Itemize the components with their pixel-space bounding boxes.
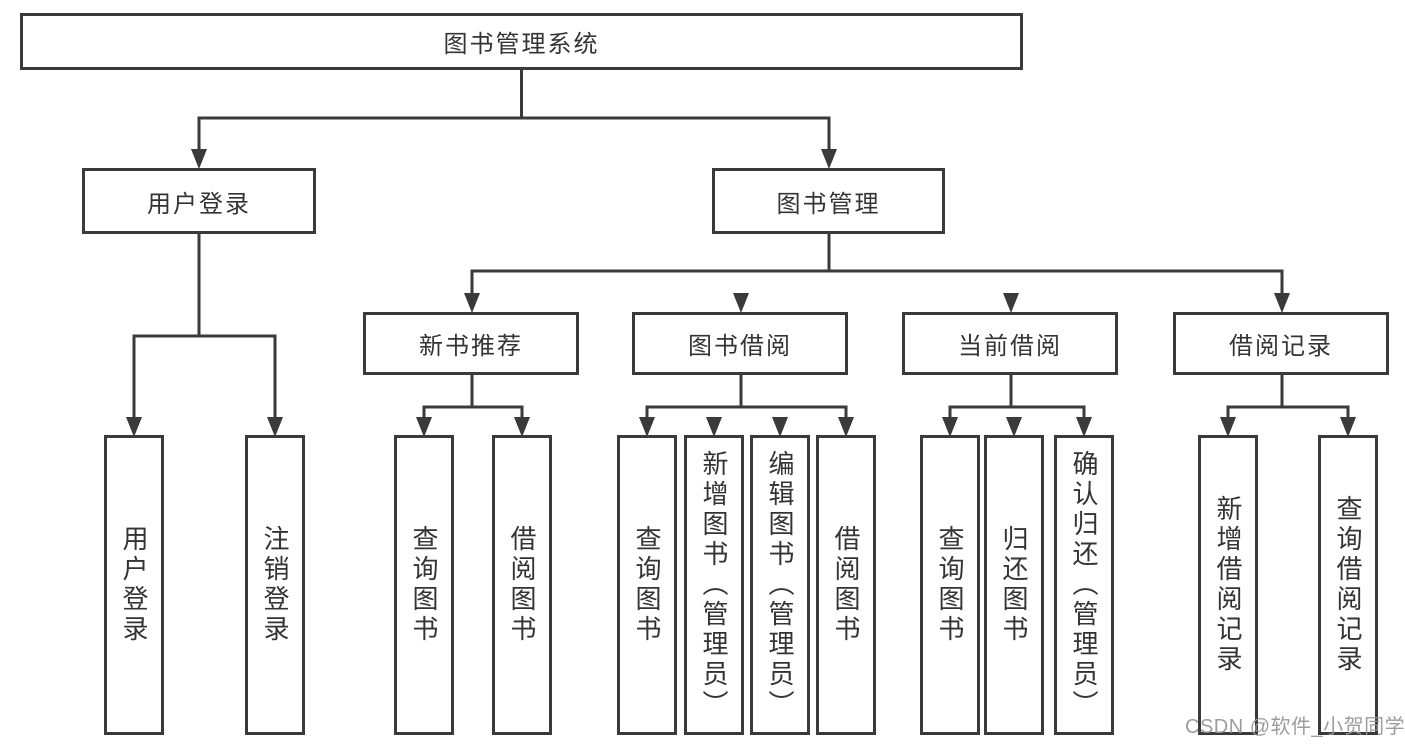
node-book-borrowing: 图书借阅: [632, 312, 848, 375]
node-label: 图书管理: [776, 190, 881, 218]
node-label: 图书借阅: [688, 333, 792, 360]
node-label: 用户登录: [147, 190, 251, 218]
leaf-confirm-return-admin: 确认归还（管理员）: [1054, 435, 1114, 735]
leaf-add-borrow-record: 新增借阅记录: [1198, 435, 1258, 735]
node-label: 查询图书: [409, 525, 439, 645]
node-label: 新增图书（管理员）: [699, 450, 729, 720]
leaf-add-book-admin: 新增图书（管理员）: [684, 435, 744, 735]
node-label: 归还图书: [999, 525, 1029, 645]
leaf-edit-book-admin: 编辑图书（管理员）: [750, 435, 810, 735]
node-label: 查询图书: [935, 525, 965, 645]
node-borrowing-records: 借阅记录: [1173, 312, 1389, 375]
node-label: 新增借阅记录: [1213, 495, 1243, 675]
leaf-query-books-borrowing: 查询图书: [617, 435, 677, 735]
node-current-borrowing: 当前借阅: [902, 312, 1118, 375]
node-label: 确认归还（管理员）: [1069, 450, 1099, 720]
leaf-user-login: 用户登录: [104, 435, 164, 735]
node-label: 注销登录: [260, 525, 290, 645]
leaf-logout: 注销登录: [245, 435, 305, 735]
node-label: 用户登录: [119, 525, 149, 645]
node-user-login: 用户登录: [82, 168, 316, 234]
node-label: 编辑图书（管理员）: [765, 450, 795, 720]
leaf-borrow-books-recommend: 借阅图书: [492, 435, 552, 735]
node-label: 当前借阅: [958, 333, 1062, 360]
leaf-query-books-current: 查询图书: [920, 435, 980, 735]
leaf-query-books-recommend: 查询图书: [394, 435, 454, 735]
node-label: 新书推荐: [419, 333, 523, 360]
leaf-return-books: 归还图书: [984, 435, 1044, 735]
node-label: 图书管理系统: [443, 31, 600, 58]
leaf-query-borrow-record: 查询借阅记录: [1318, 435, 1378, 735]
node-label: 借阅图书: [831, 525, 861, 645]
leaf-borrow-books-borrowing: 借阅图书: [816, 435, 876, 735]
node-book-management: 图书管理: [712, 168, 945, 234]
node-label: 借阅记录: [1229, 333, 1333, 360]
node-label: 借阅图书: [507, 525, 537, 645]
watermark-text: CSDN @软件_小贺同学: [1185, 716, 1405, 738]
node-new-book-recommendation: 新书推荐: [363, 312, 579, 375]
node-label: 查询借阅记录: [1333, 495, 1363, 675]
node-library-management-system: 图书管理系统: [20, 13, 1023, 70]
node-label: 查询图书: [632, 525, 662, 645]
